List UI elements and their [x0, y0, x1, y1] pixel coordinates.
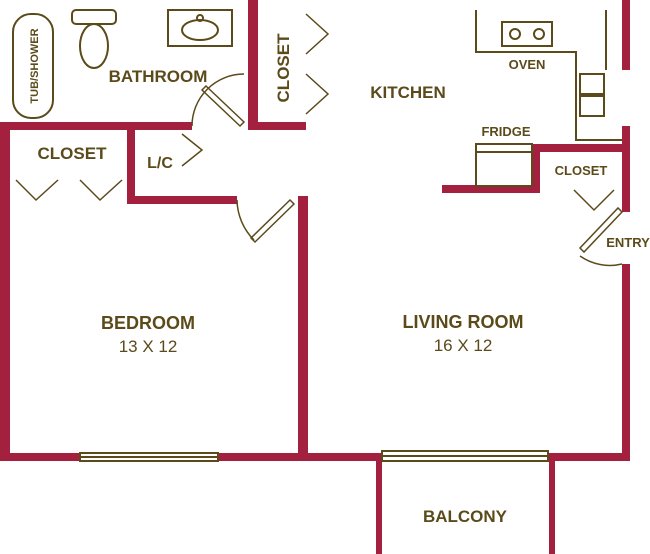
tub-shower-label: TUB/SHOWER [29, 28, 41, 103]
closet-top-bifold-a [305, 13, 330, 55]
entry-door [579, 255, 623, 267]
bathroom-label: BATHROOM [109, 67, 208, 86]
wall-bath-bottom [0, 122, 192, 130]
windows [79, 450, 549, 462]
closet-left-label: CLOSET [38, 144, 108, 163]
fridge-box [475, 143, 533, 187]
wall-living-bottom-left [298, 453, 382, 461]
entry-door-leaf [578, 206, 624, 254]
wall-closet-right-top [532, 144, 630, 152]
wall-closet-right-left [532, 144, 540, 193]
closet-top-label: CLOSET [274, 33, 293, 103]
closet-left-bifold-b [79, 179, 123, 202]
bathroom-door-leaf [200, 84, 246, 128]
bedroom-dims: 13 X 12 [119, 337, 178, 356]
living-room-dims: 16 X 12 [434, 336, 493, 355]
wall-right-top [622, 0, 630, 70]
wall-lc-left [127, 126, 135, 204]
oven-range [501, 21, 553, 47]
bedroom-door-leaf [249, 198, 296, 244]
sink-basin [181, 19, 219, 41]
wall-lc-bottom [127, 196, 237, 204]
bedroom-door [236, 199, 255, 241]
wall-bed-right [298, 196, 308, 461]
wall-living-bottom-right [548, 453, 630, 461]
burner-left [509, 28, 521, 40]
entry-label: ENTRY [606, 235, 650, 250]
wall-left-lower [0, 126, 10, 461]
oven-label: OVEN [509, 57, 546, 72]
closet-right-label: CLOSET [555, 163, 608, 178]
toilet-tank [71, 9, 117, 25]
wall-bath-right [248, 0, 258, 130]
wall-bed-bottom-right [218, 453, 308, 461]
wall-right-lower [622, 264, 630, 461]
bedroom-label: BEDROOM [101, 313, 195, 333]
toilet-bowl [79, 23, 109, 69]
linen-closet-label: L/C [147, 155, 173, 172]
walls [0, 0, 630, 554]
living-room-label: LIVING ROOM [403, 312, 524, 332]
labels: TUB/SHOWER BATHROOM CLOSET KITCHEN OVEN … [29, 28, 650, 526]
doors [15, 13, 624, 267]
closet-left-bifold-a [15, 179, 59, 202]
vanity [167, 9, 233, 47]
closet-right-bifold [573, 189, 615, 212]
kitchen-counter [475, 10, 622, 141]
wall-closet-bottom [248, 122, 306, 130]
bathroom-fixtures [12, 9, 233, 119]
kitchen-sink-top [579, 73, 605, 95]
wall-kitchen-bottom [442, 185, 534, 193]
lc-bifold [181, 133, 204, 167]
sink-drain [196, 14, 204, 22]
closet-top-bifold-b [305, 73, 330, 115]
wall-balcony-right [549, 453, 555, 554]
wall-bed-bottom-left [0, 453, 80, 461]
kitchen-sink-bottom [579, 95, 605, 117]
kitchen-fixtures [475, 10, 622, 187]
wall-balcony-left [376, 453, 382, 554]
burner-right [533, 28, 545, 40]
kitchen-label: KITCHEN [370, 83, 446, 102]
wall-right-closet [622, 126, 630, 212]
bathroom-door [191, 73, 245, 127]
balcony-label: BALCONY [423, 507, 508, 526]
fridge-label: FRIDGE [481, 124, 530, 139]
tub-shower [12, 13, 54, 119]
